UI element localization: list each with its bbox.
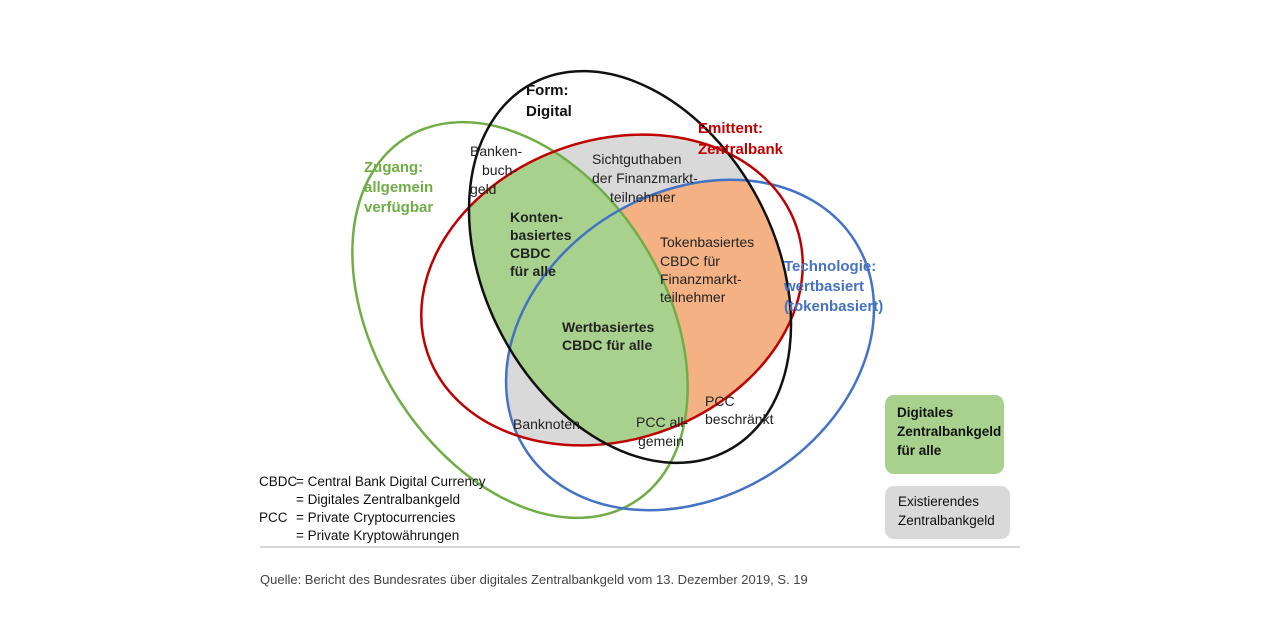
set-technology-label: Technologie: wertbasiert (tokenbasiert) <box>783 258 883 315</box>
set-form-label: Form: Digital <box>526 82 573 120</box>
set-form-ellipse <box>467 69 793 465</box>
abbreviations: CBDC = Central Bank Digital Currency = D… <box>259 474 486 543</box>
abbr-cbdc-line-1: = Central Bank Digital Currency <box>296 474 486 489</box>
region-bank-money-label: Banken- buch- geld <box>470 143 526 197</box>
set-technology-ellipse <box>504 178 876 512</box>
source-note: Quelle: Bericht des Bundesrates über dig… <box>260 572 808 587</box>
abbr-cbdc-line-2: = Digitales Zentralbankgeld <box>296 492 460 507</box>
abbr-cbdc-key: CBDC <box>259 474 298 489</box>
set-issuer-label: Emittent: Zentralbank <box>698 120 784 158</box>
region-banknotes-label: Banknoten <box>513 416 580 432</box>
legend-green-swatch <box>885 395 1004 474</box>
region-account-cbdc-label: Konten- basiertes CBDC für alle <box>510 209 575 279</box>
set-access-label: Zugang: allgemein verfügbar <box>364 159 437 216</box>
region-pcc-general-label: PCC all- gemein <box>636 414 692 449</box>
legend-green-label: Digitales Zentralbankgeld für alle <box>897 405 1005 458</box>
region-pcc-restricted-label: PCC beschränkt <box>705 393 774 427</box>
legend-gray-label: Existierendes Zentralbankgeld <box>898 494 995 528</box>
abbr-pcc-line-1: = Private Cryptocurrencies <box>296 510 456 525</box>
legend-gray-swatch <box>885 486 1010 539</box>
region-token-cbdc-label: Tokenbasiertes CBDC für Finanzmarkt- tei… <box>660 234 758 305</box>
legend-green: Digitales Zentralbankgeld für alle <box>885 395 1005 474</box>
region-value-cbdc-label: Wertbasiertes CBDC für alle <box>562 319 658 353</box>
abbr-pcc-key: PCC <box>259 510 288 525</box>
legend-gray: Existierendes Zentralbankgeld <box>885 486 1010 539</box>
set-issuer-ellipse <box>420 133 804 447</box>
set-access-ellipse <box>351 120 689 520</box>
abbr-pcc-line-2: = Private Kryptowährungen <box>296 528 459 543</box>
region-sight-deposits-label: Sichtguthaben der Finanzmarkt- teilnehme… <box>592 151 702 205</box>
